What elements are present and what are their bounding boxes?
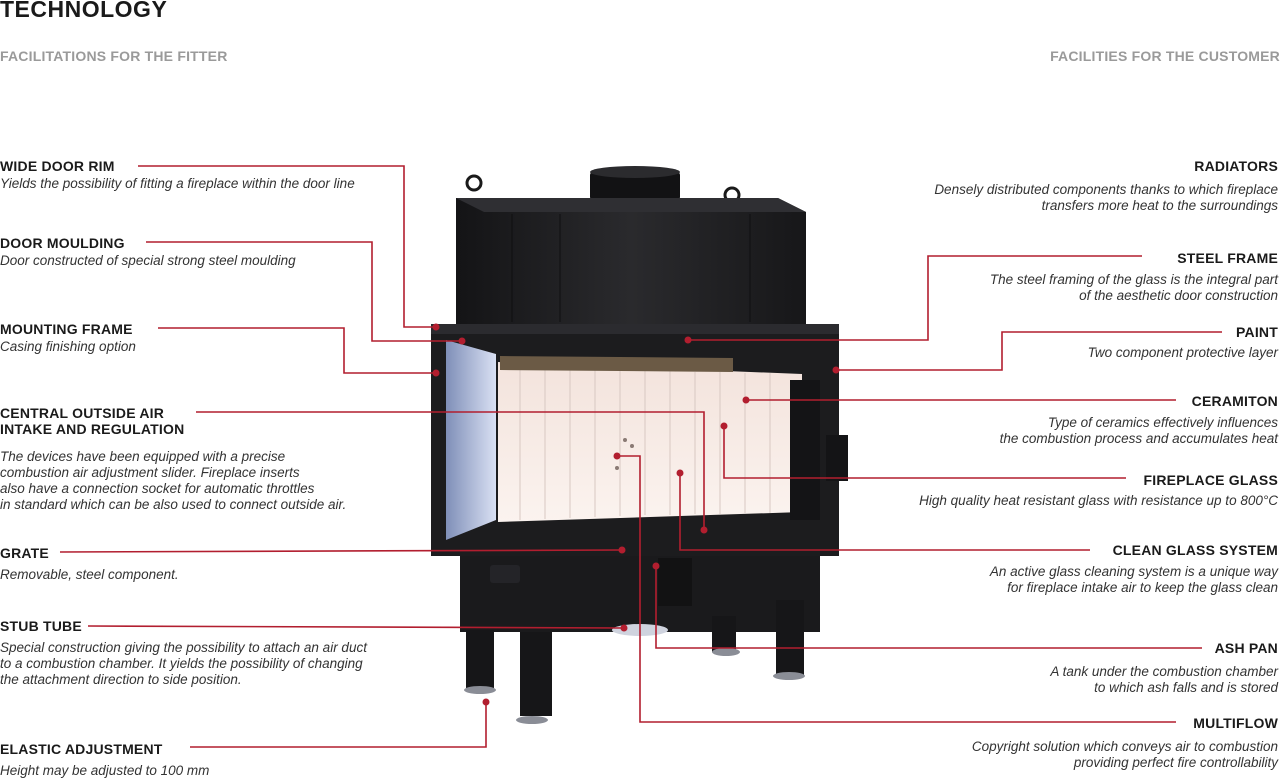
leg-front-left (466, 630, 494, 690)
leader-grate (59, 549, 623, 553)
leader-central-air (196, 411, 705, 530)
feature-heading: DOOR MOULDING (0, 235, 125, 251)
feature-description: Yields the possibility of fitting a fire… (0, 176, 355, 191)
leader-fireplace-glass (723, 426, 1126, 479)
feature-steel-frame: STEEL FRAME The steel framing of the gla… (990, 250, 1278, 304)
feature-stub-tube: STUB TUBE Special construction giving th… (0, 618, 367, 688)
feature-description: High quality heat resistant glass with r… (919, 493, 1278, 508)
feature-heading: MOUNTING FRAME (0, 321, 133, 337)
feature-description: Densely distributed components thanks to… (934, 182, 1278, 213)
feature-paint: PAINT Two component protective layer (1088, 324, 1278, 361)
leader-ash-pan (655, 566, 1202, 649)
feature-grate: GRATE Removable, steel component. (0, 545, 179, 583)
door-handle (826, 435, 848, 481)
feature-elastic-adjustment: ELASTIC ADJUSTMENT Height may be adjuste… (0, 741, 209, 779)
feature-fireplace-glass: FIREPLACE GLASS High quality heat resist… (919, 472, 1278, 509)
feature-heading: FIREPLACE GLASS (1143, 472, 1278, 488)
feature-heading: GRATE (0, 545, 49, 561)
feature-heading: RADIATORS (1194, 158, 1278, 174)
feature-description: Two component protective layer (1087, 345, 1278, 360)
leader-steel-frame (688, 255, 1142, 341)
leg-front-center (520, 632, 552, 716)
page-title: TECHNOLOGY (0, 0, 168, 22)
feature-ash-pan: ASH PAN A tank under the combustion cham… (1050, 640, 1278, 696)
feature-heading: WIDE DOOR RIM (0, 158, 115, 174)
feature-wide-door-rim: WIDE DOOR RIM Yields the possibility of … (0, 158, 355, 192)
fitter-subtitle: FACILITATIONS FOR THE FITTER (0, 48, 228, 64)
leader-wide-door-rim (138, 165, 436, 328)
firebox-lining (498, 362, 802, 522)
feature-ceramiton: CERAMITON Type of ceramics effectively i… (1000, 393, 1278, 447)
leg-front-right (776, 600, 804, 676)
baffle-plate (500, 356, 733, 372)
feature-description: Copyright solution which conveys air to … (971, 739, 1278, 770)
customer-subtitle: FACILITIES FOR THE CUSTOMER (1050, 48, 1280, 64)
feature-mounting-frame: MOUNTING FRAME Casing finishing option (0, 321, 136, 355)
feature-heading: ASH PAN (1214, 640, 1278, 656)
feature-heading: MULTIFLOW (1193, 715, 1278, 731)
leader-lines (59, 165, 1222, 748)
leader-clean-glass (679, 473, 1090, 551)
feature-description: An active glass cleaning system is a uni… (989, 564, 1278, 595)
top-hood (456, 198, 806, 325)
feature-heading: PAINT (1236, 324, 1278, 340)
leader-paint (836, 331, 1222, 371)
leader-mounting-frame (158, 327, 436, 374)
feature-heading: CLEAN GLASS SYSTEM (1112, 542, 1278, 558)
feature-description: Removable, steel component. (0, 567, 179, 582)
leader-multiflow (617, 455, 1176, 723)
feature-heading: CERAMITON (1191, 393, 1278, 409)
feature-description: The steel framing of the glass is the in… (989, 272, 1278, 303)
feature-heading: CENTRAL OUTSIDE AIR INTAKE AND REGULATIO… (0, 405, 185, 437)
feature-heading: ELASTIC ADJUSTMENT (0, 741, 163, 757)
feature-central-outside-air: CENTRAL OUTSIDE AIR INTAKE AND REGULATIO… (0, 405, 346, 513)
feature-heading: STEEL FRAME (1177, 250, 1278, 266)
chimney-collar (590, 172, 680, 200)
feature-description: Door constructed of special strong steel… (0, 253, 296, 268)
leader-stub-tube (87, 625, 625, 629)
feature-description: Casing finishing option (0, 339, 136, 354)
leg-back-right (712, 616, 736, 652)
right-frame-column (790, 380, 820, 520)
feature-clean-glass-system: CLEAN GLASS SYSTEM An active glass clean… (990, 542, 1278, 596)
feature-description: Special construction giving the possibil… (0, 640, 367, 687)
feature-description: Height may be adjusted to 100 mm (0, 763, 210, 778)
leader-door-moulding (146, 241, 462, 342)
feature-description: The devices have been equipped with a pr… (0, 449, 347, 512)
feature-multiflow: MULTIFLOW Copyright solution which conve… (972, 715, 1278, 771)
side-glass (446, 340, 496, 540)
leader-elastic-adjustment (190, 702, 487, 748)
fireplace-insert-body (431, 166, 848, 724)
feature-description: Type of ceramics effectively influences … (999, 415, 1278, 446)
feature-heading: STUB TUBE (0, 618, 82, 634)
lifting-ring-left (465, 174, 483, 192)
feature-door-moulding: DOOR MOULDING Door constructed of specia… (0, 235, 296, 269)
feature-radiators: RADIATORS Densely distributed components… (934, 158, 1278, 214)
feature-description: A tank under the combustion chamber to w… (1050, 664, 1278, 695)
stub-tube (490, 565, 520, 583)
leader-dots (432, 323, 840, 706)
